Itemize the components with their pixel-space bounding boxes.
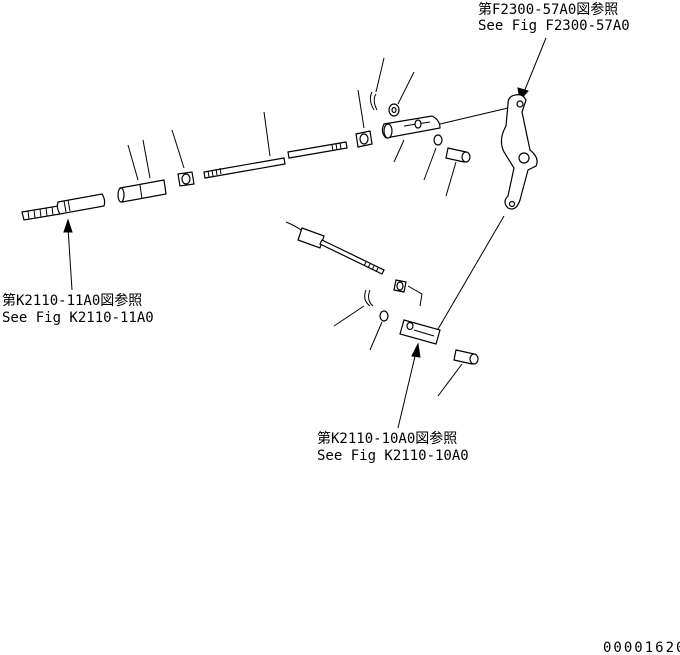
lock-nut (171, 129, 195, 187)
threaded-rod (203, 111, 286, 179)
clevis-lower (399, 319, 441, 345)
drawing-number: 00001620 (603, 640, 680, 655)
cotter-pin-upper (369, 57, 385, 111)
washer-pin-upper (423, 134, 471, 197)
ref-arrow-left (63, 218, 73, 291)
lever (433, 94, 538, 337)
rod-end (21, 193, 106, 221)
ref-left-jp: 第K2110-11A0図参照 (2, 292, 142, 309)
hex-coupler (117, 139, 167, 203)
lower-cable (285, 221, 385, 275)
washer-upper (388, 71, 415, 117)
ref-arrow-top-right (517, 37, 547, 102)
cotter-pin-lower (333, 289, 374, 327)
ref-left-en: See Fig K2110-11A0 (2, 310, 154, 326)
clevis-nut (355, 89, 373, 148)
rod-segment (287, 141, 348, 159)
washer-lower (369, 310, 389, 351)
ref-bottom-jp: 第K2110-10A0図参照 (317, 430, 457, 447)
lower-nut (393, 279, 423, 307)
ref-bottom-en: See Fig K2110-10A0 (317, 448, 469, 464)
pin-lower (437, 349, 479, 397)
clevis-upper (381, 107, 509, 163)
ref-top-right-en: See Fig F2300-57A0 (478, 18, 630, 34)
ref-arrow-bottom (397, 342, 421, 429)
ref-top-right-jp: 第F2300-57A0図参照 (478, 1, 618, 18)
